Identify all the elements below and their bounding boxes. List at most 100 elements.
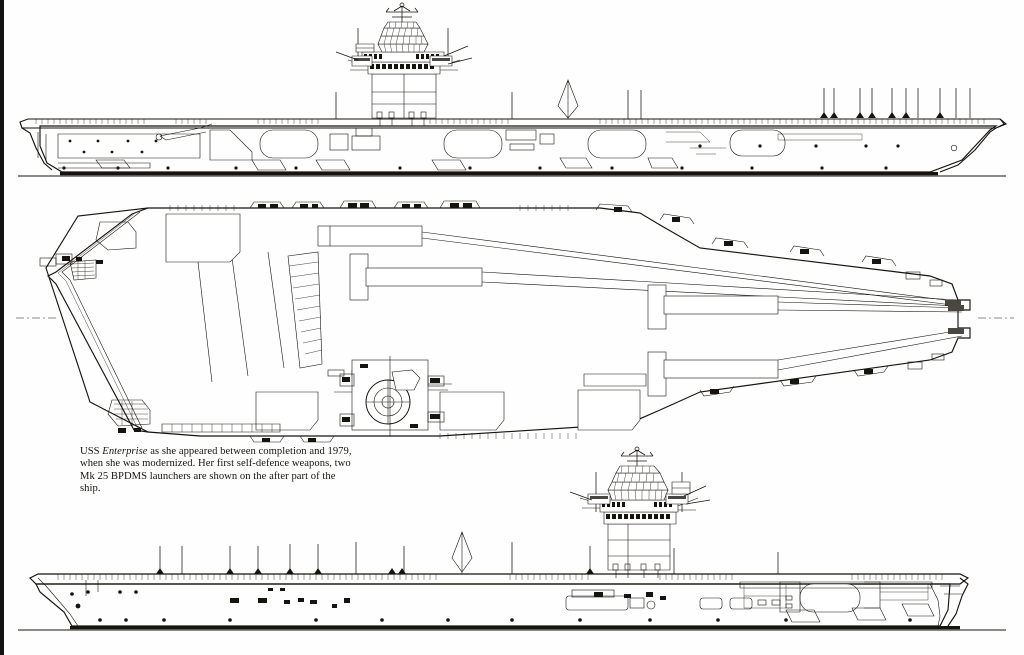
stern-sponson-starboard [37, 132, 47, 160]
waist-catapult-1 [317, 225, 961, 307]
crane-pivot [155, 133, 163, 141]
bow-sponson-port [85, 580, 99, 596]
stern-transom-starboard [19, 121, 53, 171]
antenna-bases-starboard [820, 112, 944, 118]
gallery-deck-details-starboard [329, 127, 555, 151]
island-superstructure-starboard [335, 2, 473, 126]
island-superstructure-port [569, 446, 711, 578]
scanfar-radar-tower-port [607, 465, 669, 501]
elevator-1 [259, 129, 319, 159]
elevator-plan-1 [165, 213, 241, 263]
scanfar-radar-tower [377, 21, 429, 53]
deck-fittings-plan-lower [262, 369, 873, 442]
antenna-bases-port [156, 568, 594, 574]
elevator-plan-3 [439, 391, 505, 431]
island-port-legs [612, 563, 661, 578]
angled-deck-inner-edge [61, 211, 143, 429]
midship-deck-band-port [739, 581, 933, 589]
flight-deck-elevators-plan [165, 213, 647, 431]
caption-uss-prefix: USS [80, 446, 103, 457]
cat4-shuttle [948, 328, 964, 334]
deck-edge-elevators-starboard [259, 129, 786, 159]
waist-catapult-2 [349, 253, 959, 307]
elevator-plan-4 [577, 389, 641, 431]
elevator-3 [587, 129, 647, 159]
island-director-platforms [351, 43, 453, 67]
bow-pennant-mast-starboard [557, 79, 579, 119]
catwalk-hatch-plan-upper [169, 205, 569, 211]
caption-line-3: Mk 25 BPDMS launchers are shown on the a… [80, 470, 336, 482]
stern-grating-hatch-2 [114, 401, 148, 425]
island-port-main-block [607, 523, 671, 571]
stern-grating-hatch [71, 261, 96, 279]
deck-edge-sponsons-plan-upper [249, 200, 897, 267]
island-support-legs [376, 111, 427, 126]
hangar-deck-equipment-port [565, 589, 793, 611]
catwalk-railing-port [57, 574, 943, 580]
sponsons-starboard [95, 157, 679, 171]
cat3-shuttle [948, 305, 964, 311]
bow-catapult-4 [647, 328, 964, 397]
arresting-wires [197, 251, 285, 383]
island-topmast [385, 2, 419, 22]
bow-flare-port [37, 577, 79, 627]
anchor-hawse-starboard [950, 144, 958, 152]
cat4-carriage [663, 359, 779, 379]
bow-deck-fittings-plan [905, 271, 945, 370]
waterline-band-bottom [70, 626, 960, 630]
island-plan-fittings [342, 364, 440, 428]
cat1-jbd [317, 225, 423, 247]
caption-line-1: USS Enterprise as she appeared between c… [80, 446, 380, 458]
elevators-port-profile [779, 581, 881, 613]
flight-deck-edge-port [29, 573, 970, 585]
stern-transom-port [947, 577, 969, 627]
deck-fittings-plan-upper [258, 203, 881, 264]
island-port-whip-antennas [569, 485, 711, 505]
angled-deck-round-down [57, 213, 139, 430]
elevator-plan-2 [255, 391, 319, 431]
bow-pennant-mast-port [451, 531, 473, 574]
hull-fittings-starboard [62, 139, 900, 170]
island-whip-antennas [335, 45, 473, 65]
aft-hull-plating-port [743, 583, 929, 609]
island-plan-sponsons [339, 373, 445, 427]
figure-caption: USS Enterprise as she appeared between c… [80, 446, 380, 496]
island-port-window-band [606, 514, 670, 519]
cat3-carriage [663, 295, 779, 315]
stern-deck-structures-plan [39, 221, 151, 427]
hull-outline-starboard [39, 125, 998, 173]
whip-antenna-array-port [159, 542, 779, 574]
catwalk-railing-starboard [35, 119, 985, 124]
stern-fittings-plan [62, 256, 141, 433]
island-port-signal-rail [602, 502, 672, 507]
sponsons-port [785, 603, 935, 623]
stern-quarter-port [929, 583, 941, 627]
deck-barricade-strip [287, 251, 323, 369]
island-plan [334, 356, 452, 436]
cat4-track [777, 329, 963, 371]
elevator-plan-5 [583, 373, 647, 387]
caption-line1-rest: as she appeared between completion and 1… [147, 446, 352, 457]
bow-stem-starboard [939, 118, 1008, 173]
hull-fittings-port [70, 588, 912, 622]
bridge-window-band [370, 64, 434, 69]
radar-array-hatching [383, 21, 423, 53]
aft-deck-strip-hatch [171, 424, 273, 432]
elevator-4 [729, 129, 786, 157]
island-funnel-plan [391, 369, 421, 391]
caption-line-2: when she was modernized. Her first self-… [80, 458, 351, 470]
cat3-track [777, 301, 963, 313]
ship-name: Enterprise [102, 446, 148, 457]
page-margin-bar [0, 0, 4, 655]
caption-line-4: ship. [80, 483, 101, 495]
island-plan-yardarm [428, 383, 452, 391]
aft-deck-strip [161, 423, 281, 433]
island-port-directors [587, 481, 691, 505]
waterline-band-top [60, 172, 938, 176]
bow-catapult-3 [647, 284, 964, 330]
radar-array-hatching-port [613, 465, 663, 501]
forward-hull-plating-starboard [666, 131, 863, 155]
